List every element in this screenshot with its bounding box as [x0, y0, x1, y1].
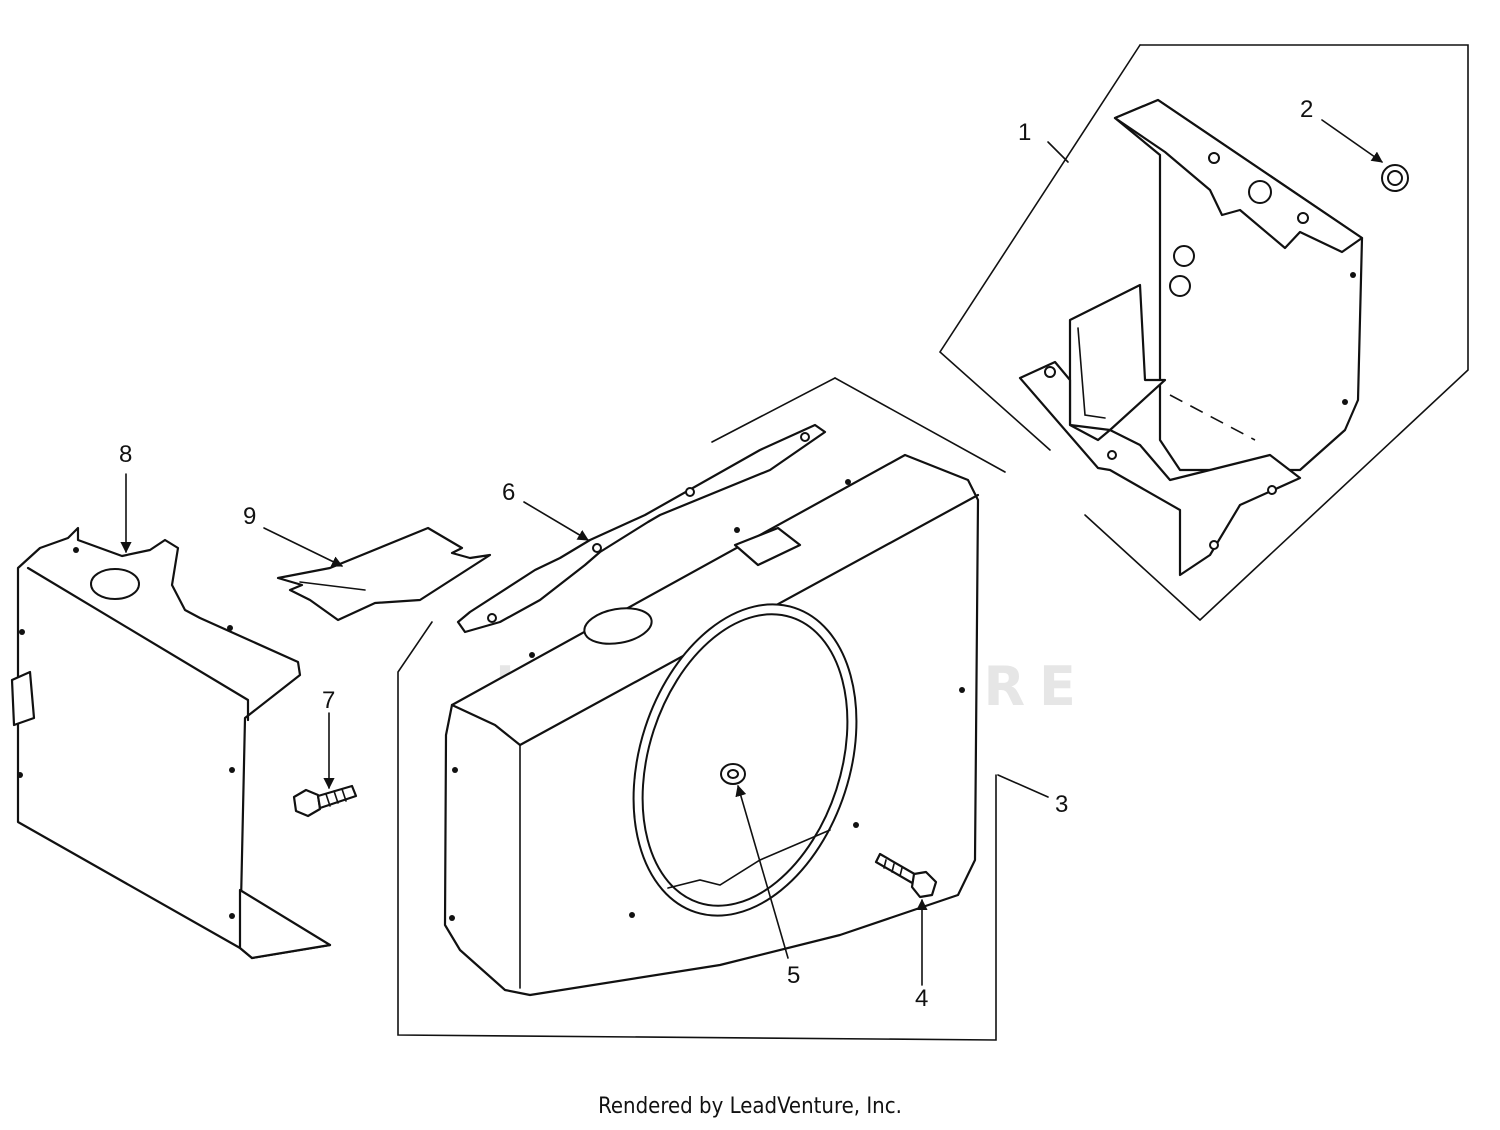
part-1-group-outline-left — [938, 44, 1141, 451]
part-9-plate-fold — [299, 581, 366, 591]
part-8-rivet — [73, 547, 79, 553]
leader-6 — [523, 501, 589, 541]
part-1-hole — [1297, 212, 1309, 224]
leader-lines — [120, 119, 1383, 986]
part-3-rivet — [853, 822, 859, 828]
part-8-fold-edge — [26, 566, 250, 722]
part-1-hole — [1044, 366, 1056, 378]
part-1-inner-bracket-edge — [1077, 327, 1106, 419]
callout-5: 5 — [787, 962, 800, 989]
part-1-hole — [1248, 180, 1272, 204]
part-8-opening — [90, 568, 140, 600]
leader-1 — [1047, 141, 1069, 163]
callout-8: 8 — [119, 441, 132, 468]
part-3-rivet — [452, 767, 458, 773]
callout-4: 4 — [915, 985, 928, 1012]
part-4-bolt-head — [910, 870, 938, 899]
part-1-rivet — [1342, 399, 1348, 405]
part-8-cover — [10, 526, 332, 960]
part-3-group-outline-top — [834, 377, 1006, 473]
part-1-bottom-flange — [1018, 360, 1302, 577]
part-6-hole — [487, 613, 497, 623]
part-1-shroud-bracket — [938, 44, 1469, 622]
part-5-washer — [720, 763, 746, 785]
part-8-bottom-flange — [238, 888, 332, 960]
leader-3 — [997, 774, 1049, 798]
part-2-grommet — [1381, 164, 1409, 192]
part-3-rivet — [629, 912, 635, 918]
part-1-rivet — [1350, 272, 1356, 278]
part-1-hidden-edge — [1169, 394, 1256, 441]
callout-7: 7 — [322, 687, 335, 714]
part-8-rivet — [17, 772, 23, 778]
part-6-strap — [456, 423, 827, 634]
part-3-scroll-ring-inner — [641, 613, 849, 907]
part-8-rivet — [229, 767, 235, 773]
part-9-plate-body — [276, 526, 492, 622]
leader-9 — [263, 527, 344, 567]
part-8-rivet — [229, 913, 235, 919]
part-8-rivet — [227, 625, 233, 631]
part-3-rivet — [734, 527, 740, 533]
part-7-bolt-head — [292, 788, 322, 818]
callout-2: 2 — [1300, 96, 1313, 123]
callout-labels: 1 2 3 4 5 6 7 8 9 — [119, 96, 1313, 1012]
part-4-bolt-thread — [883, 859, 903, 877]
part-1-hole — [1267, 485, 1277, 495]
part-1-hole — [1209, 540, 1219, 550]
render-credit: Rendered by LeadVenture, Inc. — [598, 1094, 902, 1119]
part-6-hole — [685, 487, 695, 497]
part-1-hole — [1169, 275, 1191, 297]
callout-6: 6 — [502, 479, 515, 506]
part-3-group-outline — [397, 621, 997, 1041]
part-5-washer-inner — [727, 769, 739, 779]
part-8-cover-body — [16, 526, 332, 960]
part-3-top-opening — [583, 607, 653, 645]
part-8-rivet — [19, 629, 25, 635]
leader-5 — [735, 784, 789, 959]
part-1-hole — [1107, 450, 1117, 460]
part-7-bolt-thread — [325, 788, 347, 807]
part-6-hole — [592, 543, 602, 553]
part-3-blower-housing — [397, 377, 1006, 1041]
part-6-strap-body — [456, 423, 827, 634]
part-3-rivet — [845, 479, 851, 485]
part-9-plate — [276, 526, 492, 622]
callout-1: 1 — [1018, 119, 1031, 146]
part-8-tab — [10, 670, 36, 727]
part-3-rivet — [449, 915, 455, 921]
part-3-ring-bottom-edge — [667, 829, 831, 889]
part-3-group-outline-top-left — [711, 377, 836, 443]
part-7-bolt — [292, 784, 358, 818]
part-4-bolt — [874, 852, 938, 899]
callout-9: 9 — [243, 503, 256, 530]
part-1-group-outline — [1084, 44, 1469, 622]
part-2-grommet-inner — [1387, 170, 1403, 186]
part-3-rivet — [959, 687, 965, 693]
part-1-hole — [1208, 152, 1220, 164]
part-1-hole — [1173, 245, 1195, 267]
part-6-hole — [800, 432, 810, 442]
leader-2 — [1321, 119, 1383, 163]
callout-3: 3 — [1055, 791, 1068, 818]
part-3-rivet — [529, 652, 535, 658]
part-7-bolt-shank — [316, 784, 358, 810]
part-3-top-window — [733, 526, 802, 567]
